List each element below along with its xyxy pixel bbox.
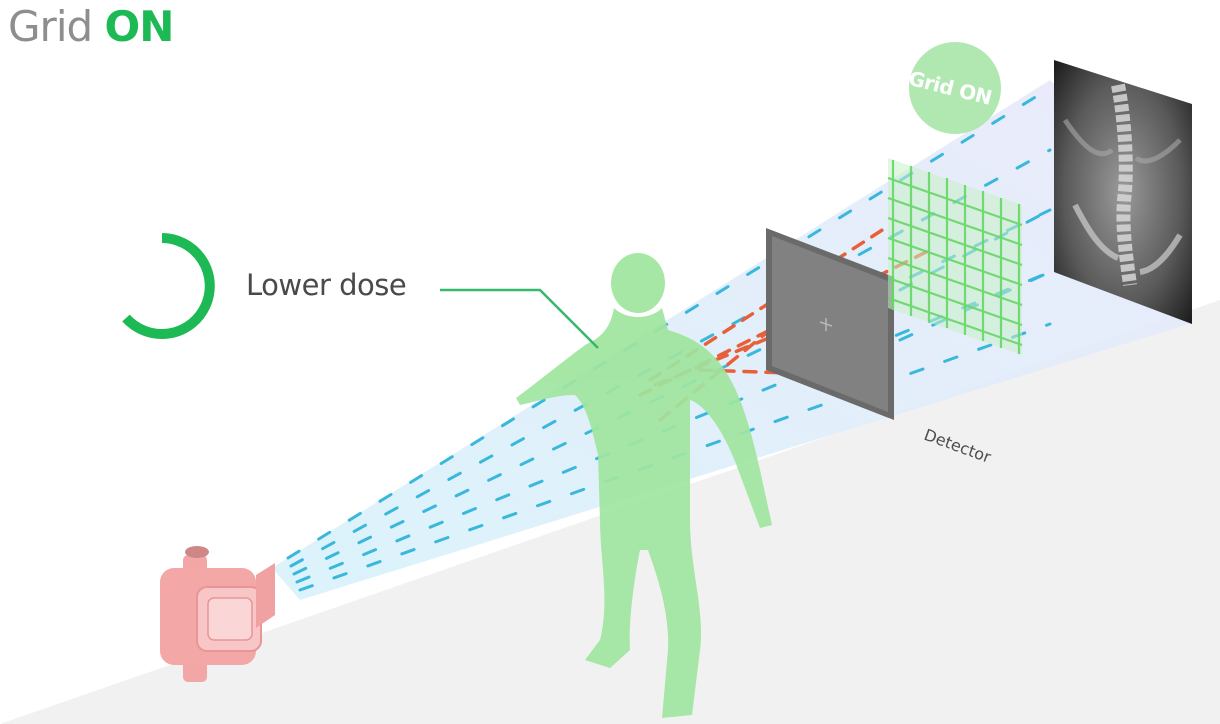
dose-annotation-line [440, 288, 599, 349]
grid-on-badge [909, 42, 1001, 134]
lower-dose-label: Lower dose [246, 268, 407, 302]
dose-arc-icon [122, 233, 215, 339]
antiscatter-grid-icon [887, 158, 1023, 355]
xray-tube-icon [160, 546, 275, 682]
title-word-grid: Grid [8, 2, 93, 51]
page-title: Grid ON [8, 6, 174, 48]
detector-icon [766, 228, 894, 420]
spine-xray-image-icon [1054, 60, 1192, 324]
title-word-on: ON [104, 2, 175, 51]
patient-body [516, 253, 772, 718]
